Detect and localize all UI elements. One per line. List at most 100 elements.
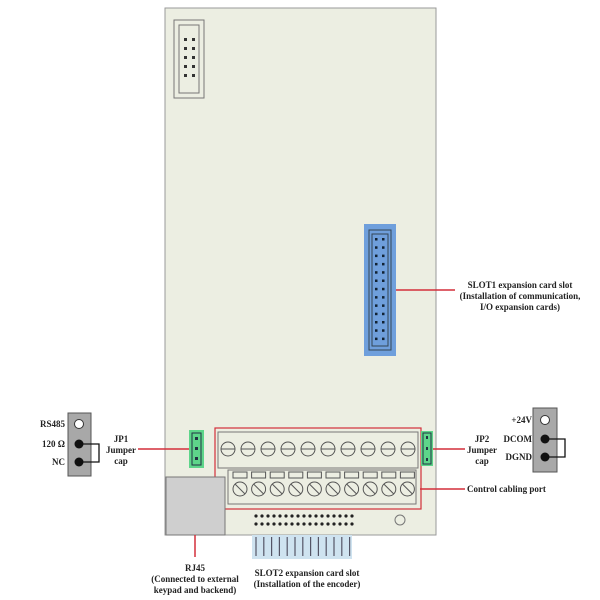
pin [382, 262, 385, 266]
screw-bottom [362, 481, 378, 497]
terminal-label-box [325, 471, 341, 479]
screw-bottom [306, 481, 322, 497]
pin [320, 514, 324, 518]
slot1-label-line: I/O expansion cards) [479, 302, 560, 312]
nc-label: NC [52, 457, 65, 467]
pin [375, 287, 378, 291]
slot1-label: SLOT1 expansion card slot (Installation … [455, 280, 585, 313]
screw-bottom [344, 481, 360, 497]
pin [375, 312, 378, 316]
pin [382, 279, 385, 282]
screw-slot [402, 483, 413, 495]
screw-slot [309, 483, 320, 495]
pin [302, 522, 306, 526]
pin [254, 514, 258, 518]
screw-slot [290, 483, 302, 495]
24v-label: +24V [511, 415, 532, 425]
pin [272, 522, 276, 526]
pin [290, 514, 294, 518]
pin [320, 522, 324, 526]
pin [382, 304, 385, 307]
pin [375, 279, 378, 282]
pin [382, 271, 385, 274]
pin [192, 56, 195, 59]
screw-bottom [232, 481, 248, 497]
pin [308, 522, 312, 526]
pin [290, 522, 294, 526]
slot2-label-line: (Installation of the encoder) [253, 579, 361, 589]
jp2-label-line: Jumper [467, 445, 497, 455]
terminal-label-box [344, 471, 360, 479]
jp1-label: JP1 Jumper cap [104, 434, 138, 467]
pin [184, 47, 187, 50]
pin [278, 522, 282, 526]
screw-slot [234, 483, 246, 495]
screw-slot [346, 483, 357, 495]
terminal-block [214, 427, 422, 510]
dgnd-label: DGND [505, 452, 533, 462]
pin [344, 514, 348, 518]
slot1-connector [364, 224, 396, 356]
slot1-label-line: SLOT1 expansion card slot [467, 280, 573, 290]
rj45-port [165, 476, 226, 536]
pin [375, 254, 378, 258]
pin [375, 271, 378, 274]
slot2-label-line: SLOT2 expansion card slot [254, 568, 360, 578]
screw-bottom [381, 481, 397, 497]
pin [375, 246, 378, 249]
terminal-label-box [232, 471, 248, 479]
slot1-label-line: (Installation of communication, [459, 291, 581, 301]
pin [332, 514, 336, 518]
pin [192, 38, 195, 41]
pin [192, 47, 195, 50]
120-ohm-label: 120 Ω [42, 439, 65, 449]
pin [344, 522, 348, 526]
rj45-label-line: RJ45 [185, 563, 205, 573]
screw-slot [383, 483, 395, 495]
pin [382, 238, 385, 241]
jp2-jumper [421, 431, 433, 466]
screw-bottom [251, 481, 267, 497]
pin [266, 514, 270, 518]
jp1-label-line: JP1 [113, 434, 129, 444]
screw-slot [271, 483, 283, 495]
screw-slot [364, 483, 376, 495]
jp2-label: JP2 Jumper cap [465, 434, 499, 467]
screw-bottom [269, 481, 285, 497]
rs485-jumper-diagram [67, 412, 100, 477]
pin [382, 321, 385, 324]
terminal-label-box [399, 471, 415, 479]
screw-slot [253, 483, 264, 495]
jp1-jumper [189, 430, 204, 468]
pin [314, 514, 318, 518]
pin [260, 522, 264, 526]
pin [254, 522, 258, 526]
pin [382, 296, 385, 299]
terminal-label-box [251, 471, 267, 479]
screw-bottom [288, 481, 304, 497]
jp1-label-line: Jumper [106, 445, 136, 455]
pin [338, 514, 342, 518]
pin [192, 74, 195, 77]
pin [184, 38, 187, 41]
terminal-label-box [381, 471, 397, 479]
pin [260, 514, 264, 518]
pin [296, 522, 300, 526]
power-jumper-diagram [532, 407, 566, 473]
pin [375, 329, 378, 332]
pin [192, 65, 195, 68]
terminal-label-box [306, 471, 322, 479]
pin [375, 304, 378, 307]
jp2-label-line: JP2 [474, 434, 490, 444]
pin [308, 514, 312, 518]
pin [375, 296, 378, 299]
pin [382, 246, 385, 249]
pin [326, 522, 330, 526]
screw-bottom [325, 481, 341, 497]
pin [375, 238, 378, 241]
pin [338, 522, 342, 526]
jp2-label-line: cap [475, 456, 489, 466]
pin [375, 321, 378, 324]
pin [184, 74, 187, 77]
